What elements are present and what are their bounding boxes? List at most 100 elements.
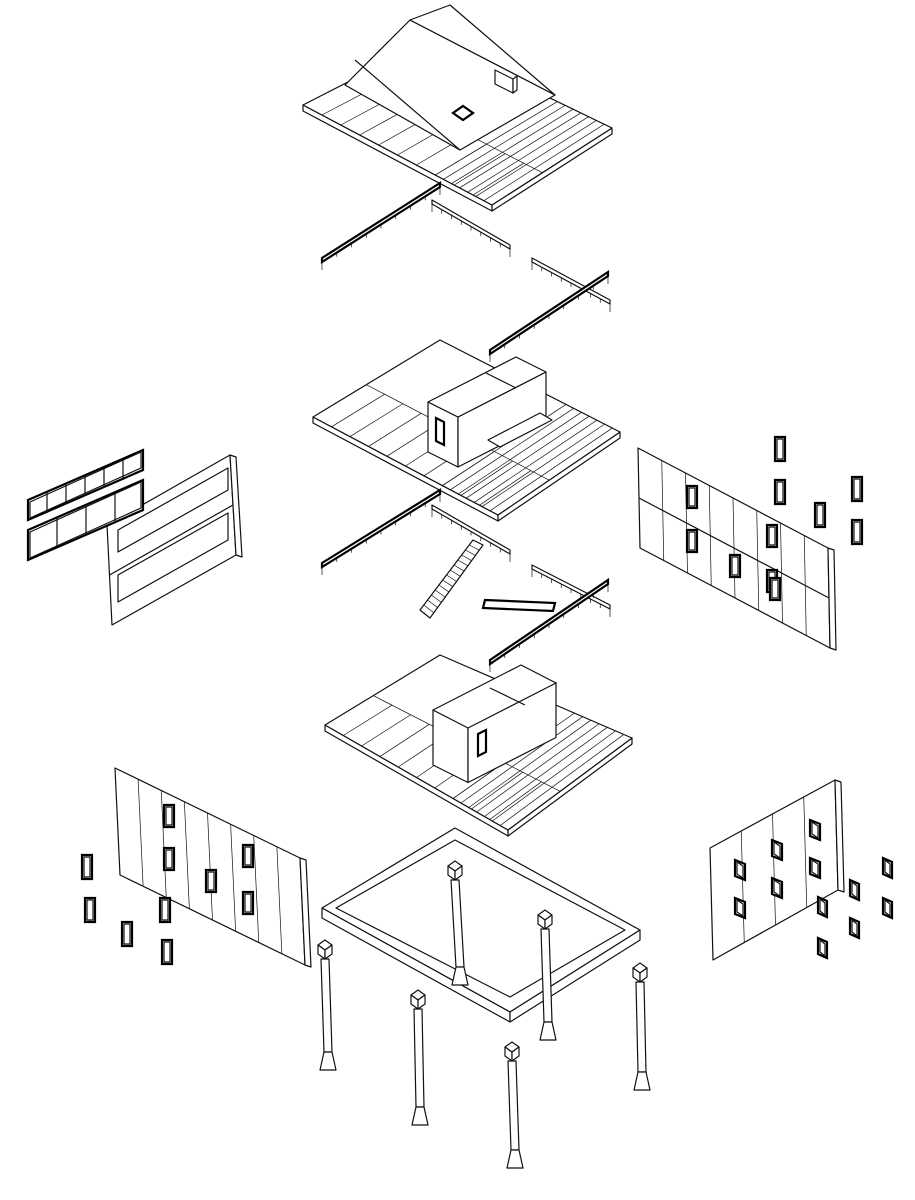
columns: [317, 860, 651, 1169]
ribbon-window-upper: [117, 467, 229, 553]
stair-tread: [453, 564, 465, 572]
deck-plank: [489, 427, 613, 512]
column-front-cap-right: [511, 1046, 520, 1062]
deck-plank: [474, 419, 598, 503]
column-front-left-cap-right: [417, 994, 426, 1010]
roof-ridge: [409, 4, 556, 96]
upper-beams: [320, 180, 611, 362]
stair-tread: [457, 559, 469, 567]
column-right-back-footing: [539, 1021, 557, 1041]
ground-frame-inner: [335, 839, 626, 998]
east-lower-window-0-pane: [736, 861, 744, 879]
deck-plank: [475, 120, 597, 197]
deck-plank: [471, 771, 523, 810]
deck-plank: [466, 415, 590, 499]
deck-plank: [343, 704, 393, 736]
stair-tread: [438, 584, 450, 593]
deck-plank: [489, 781, 542, 820]
deck-plank: [476, 723, 600, 813]
east-wall-window-2-pane: [688, 531, 696, 551]
east-lower-window-1-pane: [773, 841, 781, 859]
west-wall-window-3-pane: [207, 871, 215, 891]
wall-panel-joint: [160, 790, 167, 898]
middle-beams: [320, 488, 611, 672]
wall-panel-joint: [207, 812, 213, 921]
loose-window-east-1-pane: [776, 481, 784, 503]
column-right-cap-right: [639, 967, 648, 983]
loose-window-east-0-pane: [776, 438, 784, 460]
column-right-back-cap-right: [544, 914, 553, 930]
wall-floor-line: [638, 497, 830, 599]
stair-flight: [419, 539, 484, 619]
loose-window-west-0-pane: [83, 856, 91, 878]
column-right-shaft: [635, 981, 647, 1073]
core-door: [434, 416, 446, 447]
loose-door-west-pane: [123, 923, 131, 945]
loose-window-west-3-pane: [161, 899, 169, 921]
stair-tread: [469, 544, 480, 551]
core-door-lower: [476, 728, 488, 758]
stair-tread: [423, 604, 435, 614]
deck-plank: [468, 719, 592, 808]
deck-plank: [483, 123, 605, 202]
deck-plank: [349, 403, 404, 437]
wall-east-upper-thickness: [827, 547, 837, 651]
wall-panel-joint: [740, 830, 745, 943]
wall-panel-joint: [276, 846, 283, 954]
wall-west-upper-thickness: [229, 454, 243, 558]
east-lower-window-5-pane: [811, 859, 819, 877]
beam-upper-left: [320, 180, 442, 265]
loose-window-east-lower-3-pane: [819, 939, 826, 957]
stair-opening: [487, 412, 553, 448]
core-partition-lower: [489, 687, 526, 706]
west-wall-window-1-pane: [244, 846, 252, 866]
column-front-left-shaft: [413, 1008, 425, 1108]
east-wall-window-5-pane: [771, 579, 779, 599]
roof-hip: [354, 59, 461, 151]
loose-window-east-2-pane: [816, 504, 824, 526]
loose-window-east-lower-2-pane: [884, 859, 891, 877]
ribbon-window-lower: [117, 512, 229, 603]
deck-plank: [499, 734, 624, 826]
loose-window-west-4-pane: [163, 941, 171, 963]
beam-upper-front: [488, 269, 610, 357]
stair-tread: [461, 554, 472, 561]
wall-panel-joint: [184, 801, 190, 909]
column-right-footing: [633, 1071, 651, 1091]
deck-plank: [479, 470, 532, 506]
west-wall-window-4-pane: [244, 893, 252, 913]
wall-panel-joint: [803, 796, 808, 908]
stair-tread: [434, 589, 446, 598]
west-wall-window-2-pane: [165, 849, 173, 869]
deck-plank: [459, 112, 581, 189]
deck-plank: [460, 716, 583, 804]
roof-deck-strip-line-2: [435, 101, 558, 176]
column-back-cap-right: [454, 865, 463, 881]
window-components: [26, 435, 894, 966]
roof-skylight: [451, 104, 475, 122]
loose-window-east-lower-5-pane: [884, 899, 891, 917]
wall-panel-joint: [253, 835, 260, 943]
stairs: [419, 539, 557, 619]
deck-plank: [460, 460, 513, 496]
wall-panel-joint: [772, 813, 776, 926]
east-wall-window-4-pane: [731, 556, 739, 576]
column-left-shaft: [320, 958, 333, 1053]
deck-plank: [458, 411, 582, 495]
first-floor-slab: [324, 654, 633, 837]
east-lower-window-2-pane: [811, 821, 819, 839]
stair-tread: [450, 569, 461, 577]
column-back-footing: [451, 966, 469, 986]
column-left-footing: [319, 1051, 337, 1071]
deck-plank: [472, 162, 524, 196]
column-left-cap-right: [324, 944, 333, 960]
deck-plank: [454, 153, 506, 186]
stair-tread: [431, 594, 442, 603]
column-front-footing: [506, 1149, 524, 1169]
deck-plank: [481, 423, 605, 507]
column-front-shaft: [507, 1060, 520, 1151]
wall-floor-line: [109, 504, 234, 576]
wall-panel-joint: [137, 779, 144, 887]
loose-window-east-4-pane: [853, 521, 861, 543]
